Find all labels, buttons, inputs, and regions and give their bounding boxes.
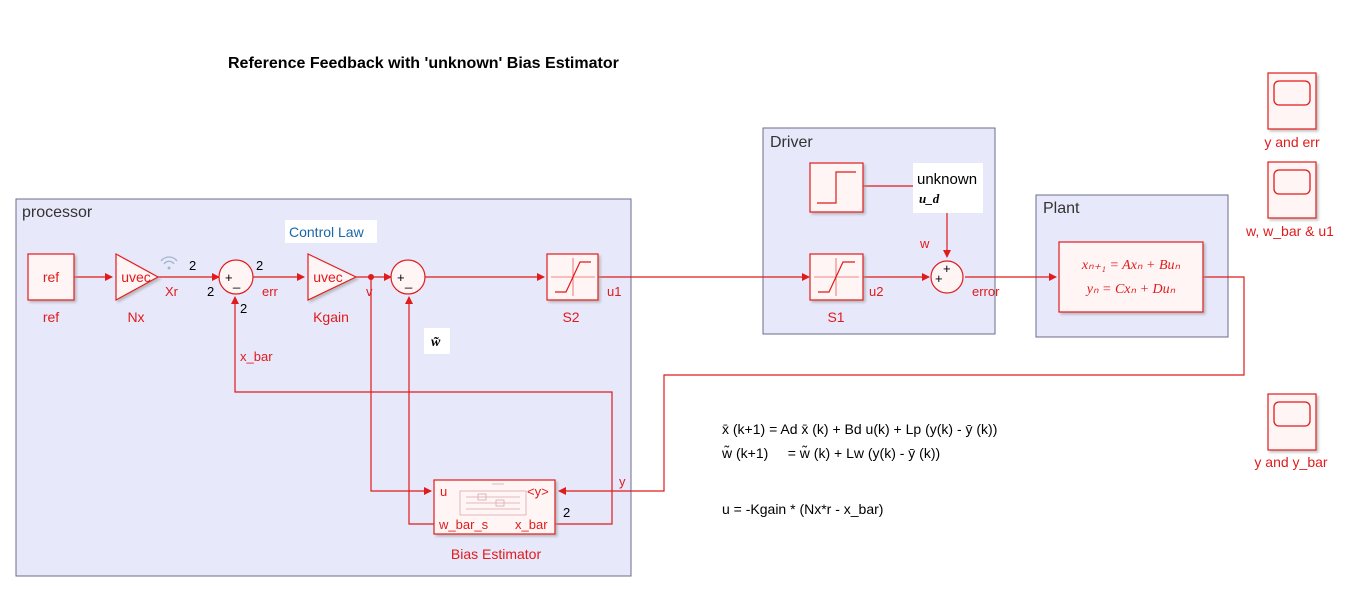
scope-w-wbar-u1-label: w, w_bar & u1 (1245, 223, 1334, 239)
dim-label-xbar: 2 (563, 505, 570, 520)
s2-label: S2 (562, 309, 579, 325)
scope-y-and-ybar-label: y and y_bar (1254, 454, 1327, 470)
scope-w-wbar-u1[interactable]: w, w_bar & u1 (1245, 161, 1334, 239)
scope-y-and-err[interactable]: y and err (1264, 72, 1320, 150)
plant-label: Plant (1043, 200, 1080, 217)
w-signal-label: w (919, 236, 930, 251)
sum3-block[interactable]: + + (930, 260, 964, 294)
u2-signal-label: u2 (869, 284, 883, 299)
wire-plant-y (558, 276, 1245, 495)
equations-annotation: x̄ (k+1) = Ad x̄ (k) + Bd u(k) + Lp (y(k… (721, 421, 997, 517)
sum2-plus: + (397, 270, 405, 285)
w-tilde-box (424, 328, 450, 354)
driver-subsystem[interactable]: Driver (762, 127, 996, 335)
sum2-block[interactable]: + _ (390, 259, 426, 295)
driver-label: Driver (770, 134, 813, 151)
scope-y-and-ybar[interactable]: y and y_bar (1254, 393, 1328, 470)
step-icon (817, 171, 856, 204)
diagram-title: Reference Feedback with 'unknown' Bias E… (228, 55, 619, 72)
ref-block-content: ref (43, 269, 59, 285)
sum2-minus: _ (404, 274, 413, 289)
scope-icon (1273, 401, 1311, 427)
wire-v-bias (370, 277, 432, 495)
bias-port-y: <y> (527, 484, 549, 499)
nx-gain-label: Nx (127, 309, 144, 325)
dim-label-sum1-in: 2 (207, 284, 214, 299)
dim-label-sum1-out: 2 (256, 258, 263, 273)
unknown-note-line1: unknown (917, 171, 977, 188)
bias-estimator-label: Bias Estimator (451, 546, 542, 562)
equation-line-3: u = -Kgain * (Nx*r - x_bar) (722, 501, 883, 517)
v-signal-label: v (366, 284, 373, 299)
plant-eq1: xₙ₊₁ = Axₙ + Buₙ (1081, 258, 1181, 273)
equation-line-2: w̃ (k+1) = w̃ (k) + Lw (y(k) - ȳ (k)) (721, 445, 940, 461)
bias-estimator-block[interactable]: u <y> w_bar_s x_bar Bias Estimator (433, 479, 556, 562)
sum1-block[interactable]: + _ (218, 259, 254, 295)
ref-block[interactable]: ref ref (27, 253, 75, 325)
sum1-plus: + (225, 270, 233, 285)
kgain-block[interactable]: uvec Kgain (307, 253, 358, 325)
s1-label: S1 (827, 309, 844, 325)
kgain-content: uvec (313, 269, 343, 285)
bias-port-u: u (440, 484, 447, 499)
kgain-label: Kgain (313, 309, 349, 325)
unknown-note-line2: u_d (919, 191, 940, 206)
nx-gain-content: uvec (121, 269, 151, 285)
sum3-plus1: + (935, 271, 943, 286)
signal-wires (74, 185, 1245, 525)
wire-wbar-sum2 (405, 296, 434, 525)
bias-port-wbar: w_bar_s (438, 517, 489, 532)
dim-label-xr: 2 (189, 258, 196, 273)
processor-label: processor (22, 204, 93, 221)
control-law-annotation: Control Law (289, 224, 365, 240)
branch-point-v (368, 274, 374, 280)
step-block[interactable] (809, 162, 864, 213)
wire-xbar-sum1 (231, 296, 613, 525)
w-tilde-label: w̃ (431, 335, 441, 350)
y-signal-label: y (619, 474, 626, 489)
s1-saturation-block[interactable]: S1 (809, 253, 864, 325)
sum1-minus: _ (232, 274, 241, 289)
sum3-plus2: + (943, 261, 951, 276)
err-signal-label: err (262, 284, 279, 299)
scope-icon (1273, 169, 1311, 195)
plant-eq2: yₙ = Cxₙ + Duₙ (1085, 282, 1176, 297)
nx-gain-block[interactable]: uvec Nx (115, 252, 160, 325)
scope-y-and-err-label: y and err (1264, 134, 1320, 150)
ref-block-label: ref (43, 309, 59, 325)
s2-saturation-block[interactable]: S2 (546, 253, 599, 325)
control-law-box (285, 220, 377, 243)
equation-line-1: x̄ (k+1) = Ad x̄ (k) + Bd u(k) + Lp (y(k… (722, 421, 997, 437)
unknown-note-box (913, 163, 983, 213)
xr-signal-label: Xr (165, 284, 179, 299)
error-signal-label: error (972, 284, 1000, 299)
u1-signal-label: u1 (607, 284, 621, 299)
bias-port-xbar: x_bar (515, 517, 548, 532)
wireless-icon (160, 256, 178, 270)
scope-icon (1273, 80, 1311, 106)
xbar-signal-label: x_bar (240, 349, 273, 364)
plant-state-space-block[interactable]: xₙ₊₁ = Axₙ + Buₙ yₙ = Cxₙ + Duₙ (1058, 241, 1204, 313)
subsystem-preview-icon (459, 483, 527, 516)
dim-label-sum1-bottom: 2 (240, 301, 247, 316)
